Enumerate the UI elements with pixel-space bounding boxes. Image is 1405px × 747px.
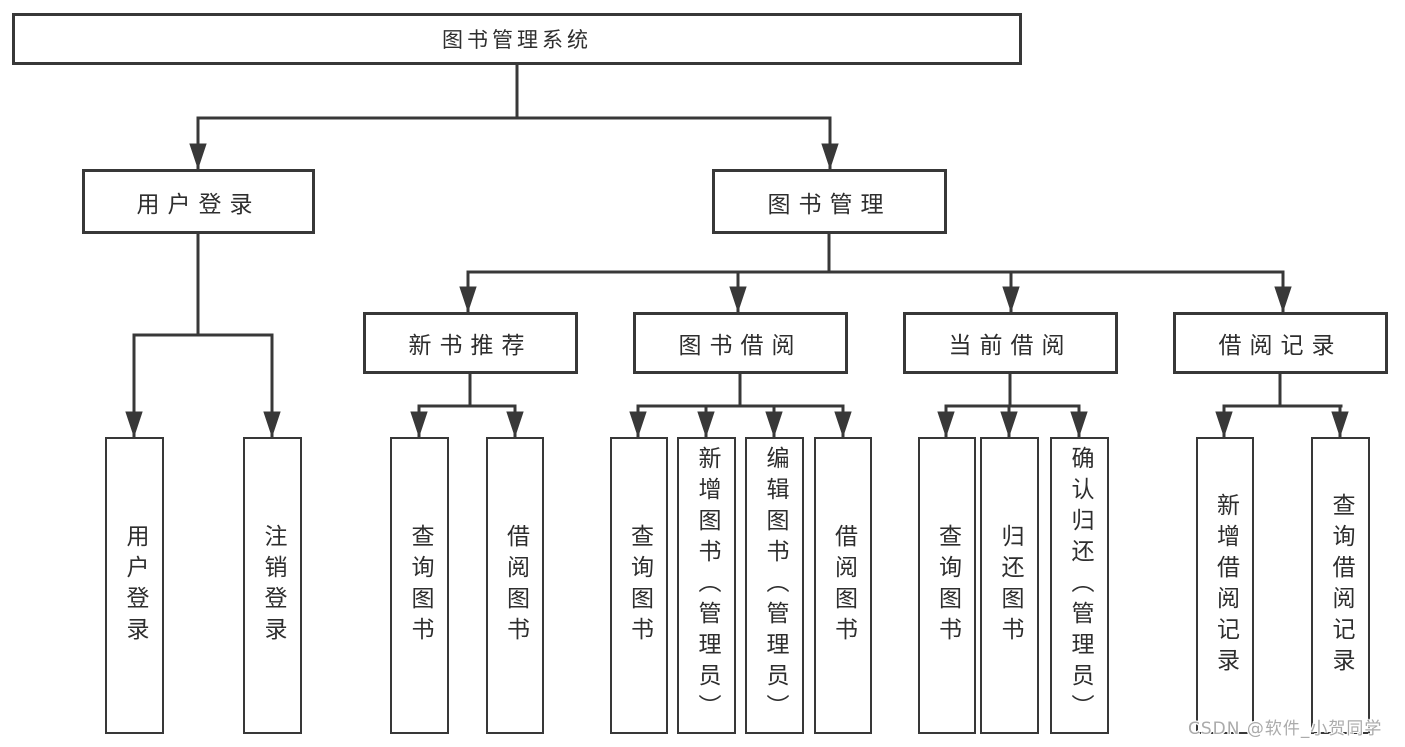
- node-borrowing-records: 借阅记录: [1173, 312, 1388, 374]
- leaf-newbook-borrow-book: 借阅图书: [486, 437, 544, 734]
- node-user-login-branch: 用户登录: [82, 169, 315, 234]
- node-current-borrowing: 当前借阅: [903, 312, 1118, 374]
- leaf-current-confirm-return-admin: 确认归还（管理员）: [1050, 437, 1109, 734]
- leaf-records-add-record: 新增借阅记录: [1196, 437, 1254, 734]
- leaf-borrow-query-book: 查询图书: [610, 437, 668, 734]
- leaf-newbook-query-book: 查询图书: [390, 437, 449, 734]
- node-book-management-branch: 图书管理: [712, 169, 947, 234]
- leaf-records-query-record: 查询借阅记录: [1311, 437, 1370, 734]
- node-root-system: 图书管理系统: [12, 13, 1022, 65]
- leaf-current-return-book: 归还图书: [980, 437, 1039, 734]
- leaf-user-login: 用户登录: [105, 437, 164, 734]
- node-book-borrowing: 图书借阅: [633, 312, 848, 374]
- leaf-current-query-book: 查询图书: [918, 437, 976, 734]
- node-new-book-recommend: 新书推荐: [363, 312, 578, 374]
- leaf-borrow-edit-book-admin: 编辑图书（管理员）: [745, 437, 804, 734]
- csdn-watermark: CSDN @软件_小贺同学: [1188, 719, 1383, 739]
- leaf-borrow-borrow-book: 借阅图书: [814, 437, 872, 734]
- leaf-logout: 注销登录: [243, 437, 302, 734]
- leaf-borrow-add-book-admin: 新增图书（管理员）: [677, 437, 736, 734]
